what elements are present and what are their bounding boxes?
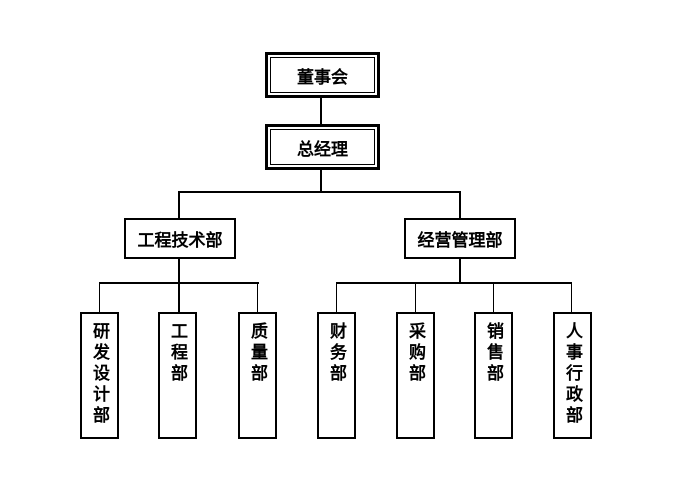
finance-dept-box: 财务部	[317, 312, 356, 439]
connector-to-rnd	[99, 282, 100, 312]
rnd-design-dept-box: 研发设计部	[80, 312, 119, 439]
connector-engtech-bar	[99, 282, 259, 284]
connector-to-sales	[493, 282, 494, 312]
quality-dept-label: 质量部	[247, 322, 267, 385]
operations-mgmt-dept-box: 经营管理部	[404, 218, 516, 259]
connector-opsmgmt-down	[459, 258, 461, 284]
board-label: 董事会	[297, 67, 348, 88]
connector-level2-bar	[178, 191, 461, 193]
connector-to-finance	[336, 282, 337, 312]
engineering-dept-label: 工程部	[167, 322, 187, 385]
general-manager-label: 总经理	[297, 139, 348, 160]
connector-to-hr-admin	[571, 282, 572, 312]
engineering-tech-dept-label: 工程技术部	[137, 231, 223, 251]
connector-to-purchasing	[415, 282, 416, 312]
purchasing-dept-box: 采购部	[396, 312, 435, 439]
rnd-design-dept-label: 研发设计部	[89, 322, 109, 427]
hr-admin-dept-label: 人事行政部	[562, 322, 582, 427]
general-manager-box: 总经理	[265, 124, 380, 170]
hr-admin-dept-box: 人事行政部	[553, 312, 592, 439]
engineering-tech-dept-box: 工程技术部	[124, 218, 236, 259]
connector-to-engineering-tech	[178, 191, 180, 218]
sales-dept-label: 销售部	[483, 322, 503, 385]
sales-dept-box: 销售部	[474, 312, 513, 439]
connector-board-gm	[320, 97, 322, 124]
connector-to-quality	[257, 282, 258, 312]
connector-opsmgmt-bar	[336, 282, 572, 284]
board-box: 董事会	[265, 52, 380, 98]
connector-to-operations-mgmt	[459, 191, 461, 218]
quality-dept-box: 质量部	[238, 312, 277, 439]
connector-gm-down	[320, 170, 322, 192]
engineering-dept-box: 工程部	[158, 312, 197, 439]
operations-mgmt-dept-label: 经营管理部	[417, 231, 503, 251]
finance-dept-label: 财务部	[326, 322, 346, 385]
connector-engtech-down	[178, 258, 180, 312]
purchasing-dept-label: 采购部	[405, 322, 425, 385]
